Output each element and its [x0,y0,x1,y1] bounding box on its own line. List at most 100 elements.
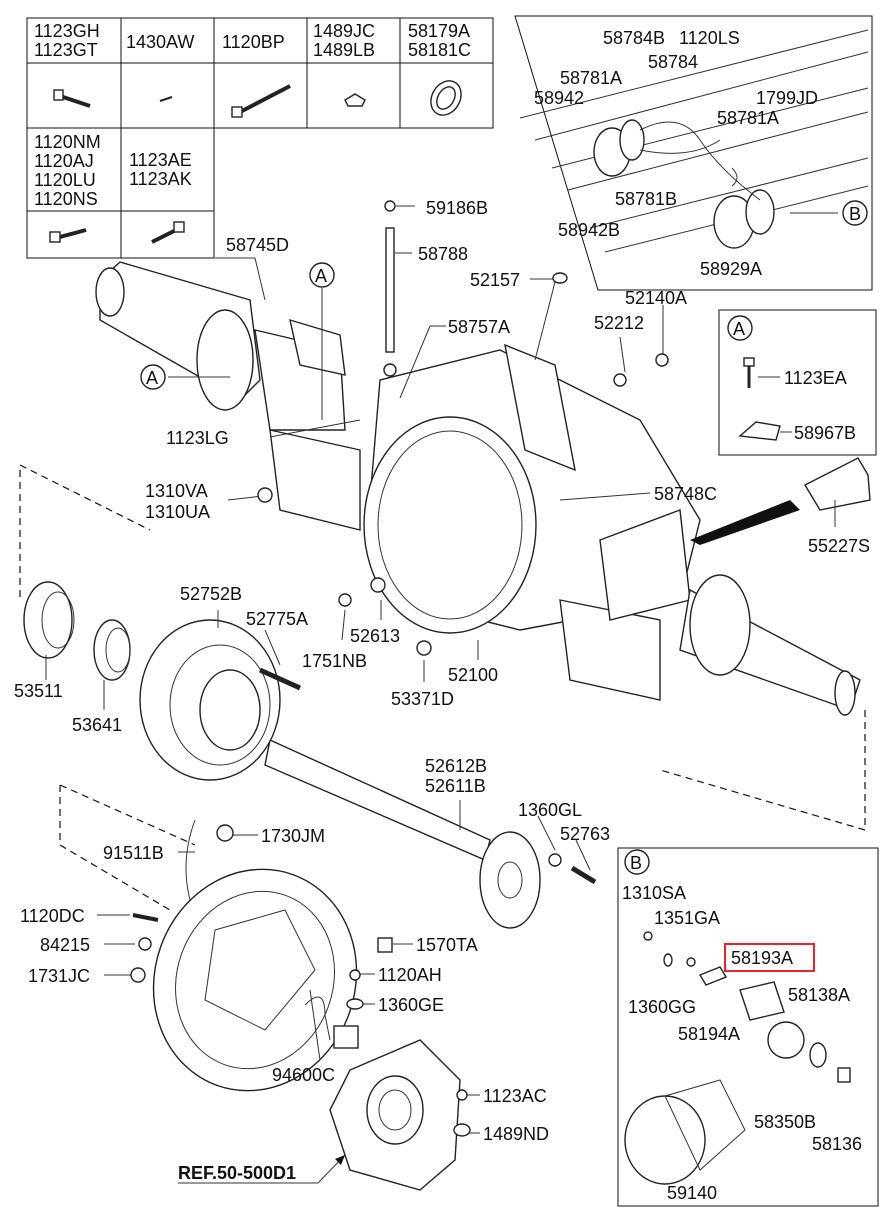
inset-label-58781a: 58781A [560,68,622,88]
detail-b-item-1360gg: 1360GG [628,997,696,1017]
label-53641: 53641 [72,715,122,735]
inset-label-1799jd: 1799JD [756,88,818,108]
label-52775a: 52775A [246,609,308,629]
bolt-icon [53,89,91,108]
detail-b-item-1351ga: 1351GA [654,908,720,928]
label-58745d: 58745D [226,235,289,255]
label-58748c: 58748C [654,484,717,504]
label-1731jc: 1731JC [28,966,90,986]
label-52611b: 52611B [425,776,486,796]
label-53511: 53511 [14,681,63,701]
cover-55227s [690,457,871,545]
label-1730jm: 1730JM [261,826,325,846]
inset-label-58942b: 58942B [558,220,620,240]
inset-label-58929a: 58929A [700,259,762,279]
detail-b-item-58136: 58136 [812,1134,862,1154]
breather-rod [384,200,396,353]
label-52612b: 52612B [425,756,487,776]
detail-box-b: B 1310SA 1351GA 58193A 58138A 1360GG 581… [617,847,879,1207]
label-52752b: 52752B [180,584,242,604]
backing-plate [152,868,358,1092]
legend-cell-6-line-3: 1120LU [34,170,96,190]
legend-cell-4-line-1: 1489JC [313,21,375,41]
label-1310ua: 1310UA [145,502,210,522]
label-1360gl: 1360GL [518,800,582,820]
detail-b-title: B [630,853,642,873]
label-58788: 58788 [418,244,468,264]
legend-cell-6-line-1: 1120NM [34,132,101,152]
legend-cell-6-line-4: 1120NS [34,189,98,209]
legend-cell-2: 1430AW [126,32,194,52]
legend-cell-5-line-1: 58179A [408,21,470,41]
label-1120ah: 1120AH [378,965,442,985]
detail-box-a: A 1123EA 58967B [718,309,877,456]
detail-b-item-1310sa: 1310SA [622,883,686,903]
main-labels: 58745D 59186B 58788 52157 52140A 52212 5… [14,198,870,1184]
callout-a-top [309,262,335,288]
label-52613: 52613 [350,626,400,646]
inset-label-58781a-2: 58781A [717,108,779,128]
top-inset-panel: B 58784B 1120LS 58784 58781A 58942 1799J… [514,15,873,291]
leader-lines [45,205,836,1134]
label-94600c: 94600C [272,1065,335,1085]
label-52763: 52763 [560,824,610,844]
inset-label-58784: 58784 [648,52,698,72]
label-1123ac: 1123AC [483,1086,547,1106]
callout-a-left [140,364,166,390]
label-52140a: 52140A [625,288,687,308]
detail-b-item-58138a: 58138A [788,985,850,1005]
label-52212: 52212 [594,313,644,333]
label-52157: 52157 [470,270,520,290]
label-1360ge: 1360GE [378,995,444,1015]
highlight-box [724,943,815,972]
label-91511b: 91511B [103,843,164,863]
long-bolt-icon [231,84,291,118]
inset-label-58781b: 58781B [615,189,677,209]
detail-b-item-58193a[interactable]: 58193A [731,948,793,968]
inset-label-58784b: 58784B [603,28,665,48]
label-59186b: 59186B [426,198,488,218]
legend-cell-6-line-2: 1120AJ [34,151,94,171]
guide-lines [19,464,866,911]
detail-a-title: A [733,319,745,339]
clip-icon [344,93,366,107]
detail-a-item-1123ea: 1123EA [784,368,847,388]
pin-icon [159,96,173,102]
inset-label-58942: 58942 [534,88,584,108]
label-1570ta: 1570TA [416,935,478,955]
label-1123lg: 1123LG [166,428,229,448]
small-hardware [130,272,669,1137]
legend-table: 1123GH 1123GT 1430AW 1120BP 1489JC 1489L… [26,17,494,259]
ref-label[interactable]: REF.50-500D1 [178,1163,296,1183]
detail-a-item-58967b: 58967B [794,423,856,443]
label-55227s: 55227S [808,536,870,556]
legend-cell-7-line-2: 1123AK [129,169,192,189]
bolt-icon-2 [49,228,87,243]
axle-housing [95,261,861,716]
label-1489nd: 1489ND [483,1124,549,1144]
legend-cell-5-line-2: 58181C [408,40,471,60]
label-53371d: 53371D [391,689,454,709]
legend-cell-1-line-2: 1123GT [34,40,98,60]
label-52100: 52100 [448,665,498,685]
detail-b-item-58194a: 58194A [678,1024,740,1044]
callout-a-top-label: A [315,266,327,286]
legend-cell-1-line-1: 1123GH [34,21,100,41]
inset-callout-b: B [849,204,861,224]
label-1310va: 1310VA [145,481,208,501]
label-84215: 84215 [40,935,90,955]
knuckle-bracket [329,1039,461,1191]
legend-cell-3: 1120BP [222,32,285,52]
callout-a-left-label: A [146,368,158,388]
seal-ring-icon [430,80,462,116]
label-1120dc: 1120DC [20,906,85,926]
label-1751nb: 1751NB [302,651,367,671]
label-58757a: 58757A [448,317,510,337]
axle-shaft [264,738,541,929]
bearing-rings [23,581,131,681]
legend-cell-4-line-2: 1489LB [313,40,375,60]
bolt-icon-3 [151,221,185,244]
inset-label-1120ls: 1120LS [679,28,740,48]
detail-b-item-58350b: 58350B [754,1112,816,1132]
